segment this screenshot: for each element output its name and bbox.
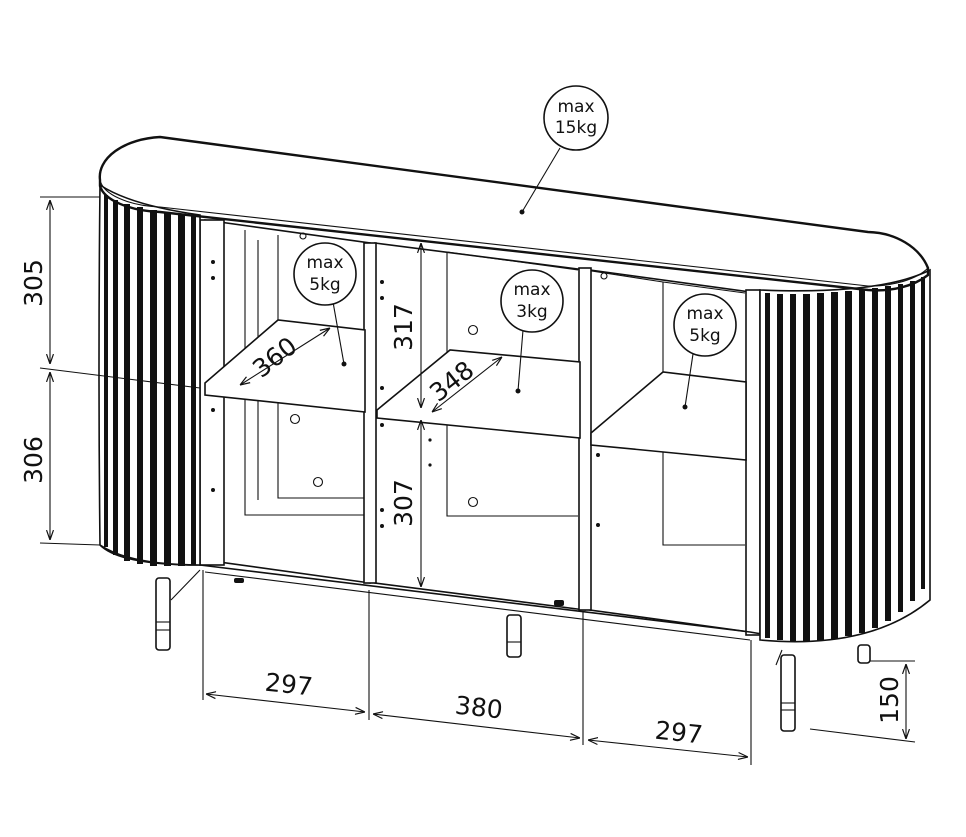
load-circle-top (543, 85, 609, 151)
load-circle-right-shelf (673, 293, 737, 357)
cabinet-top (98, 135, 930, 292)
bottom-base-front (204, 571, 751, 641)
right-rear-box (662, 282, 745, 546)
load-middle-shelf-line2: 3kg (516, 302, 547, 322)
right-side-panel (745, 289, 761, 636)
load-top-line2: 15kg (555, 118, 597, 138)
legs (155, 569, 871, 732)
middle-rear-top (446, 251, 579, 271)
leg-back-middle (506, 614, 522, 658)
load-top-line1: max (557, 97, 594, 117)
right-top-edge (584, 269, 664, 283)
right-divider (578, 267, 592, 611)
load-left-shelf-line1: max (306, 253, 343, 273)
leg-back-right (857, 644, 871, 664)
right-rear-top (662, 281, 746, 294)
load-right-shelf-line1: max (686, 304, 723, 324)
load-labels: max 15kg max 5kg max 3kg max 5kg (293, 85, 737, 410)
dim-leg-height: 150 (875, 676, 904, 724)
middle-rear-box (446, 252, 578, 517)
left-divider (363, 242, 377, 584)
dim-left-lower-height: 306 (19, 436, 48, 484)
load-right-shelf-line2: 5kg (689, 326, 720, 346)
dim-inner-upper-height: 317 (389, 303, 418, 351)
shelf-pin-holes (211, 232, 608, 528)
load-middle-shelf-line1: max (513, 280, 550, 300)
dim-left-width: 297 (264, 668, 314, 702)
leg-front-left (155, 577, 171, 651)
right-shelf (590, 371, 747, 461)
left-inner-back-line (244, 230, 365, 516)
dim-left-upper-height: 305 (19, 259, 48, 307)
right-fluted-door (759, 268, 931, 643)
cabinet-body (99, 219, 931, 641)
dim-right-width: 297 (654, 716, 704, 750)
load-left-shelf-line2: 5kg (309, 275, 340, 295)
dim-middle-width: 380 (454, 691, 504, 725)
dim-inner-lower-height: 307 (389, 479, 418, 527)
leg-front-right (780, 654, 796, 732)
left-fluted-door (98, 183, 201, 566)
load-circle-left-shelf (293, 242, 357, 306)
dimension-lines (39, 196, 916, 765)
dimension-labels: 305 306 317 307 360 348 297 380 297 150 (19, 259, 904, 749)
load-circle-middle-shelf (500, 269, 564, 333)
